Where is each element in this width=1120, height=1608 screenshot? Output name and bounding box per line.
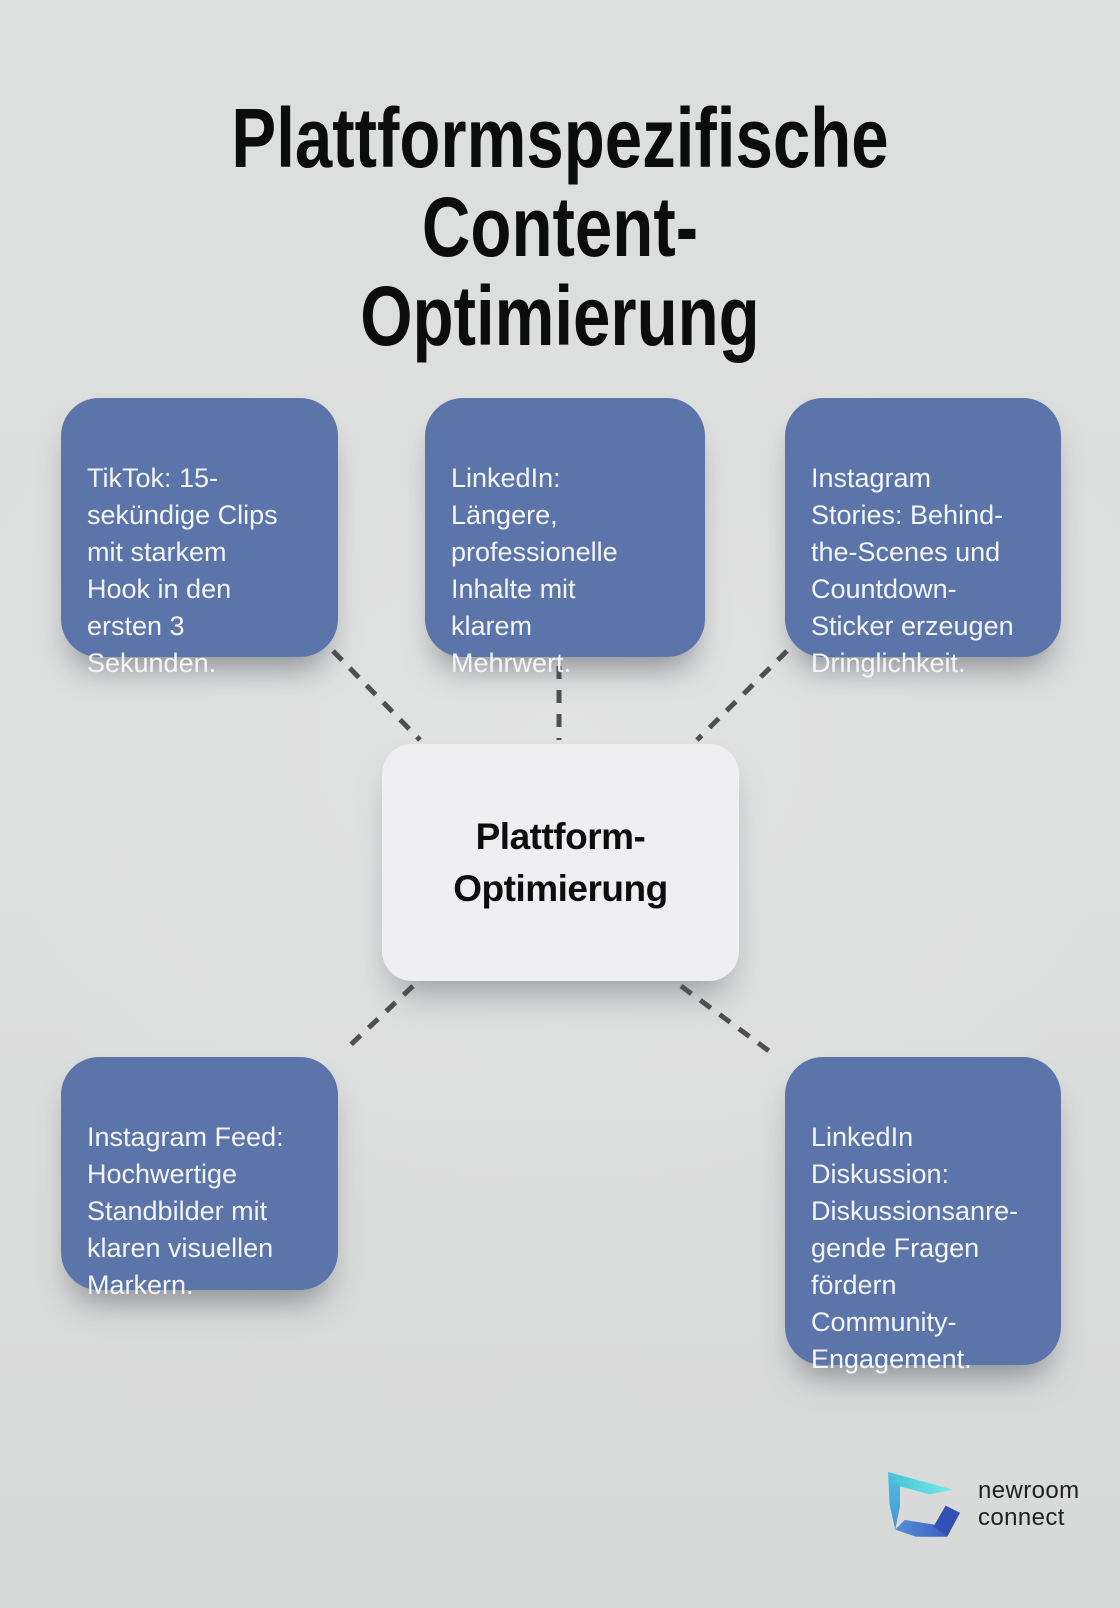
newroom-logo-icon bbox=[888, 1472, 960, 1537]
newroom-connect-logo: newroom connect bbox=[884, 1466, 1080, 1542]
node-linkedin-discussion: LinkedIn Diskussion: Diskussionsanre- ge… bbox=[785, 1057, 1061, 1374]
connector-stories-center bbox=[695, 649, 789, 742]
node-linkedin-content-text: LinkedIn: Längere, professionelle Inhalt… bbox=[451, 463, 618, 678]
node-tiktok: TikTok: 15- sekündige Clips mit starkem … bbox=[61, 398, 338, 678]
node-instagram-stories: Instagram Stories: Behind- the-Scenes un… bbox=[785, 398, 1061, 678]
node-tiktok-text: TikTok: 15- sekündige Clips mit starkem … bbox=[87, 463, 278, 678]
connector-tiktok-center bbox=[331, 649, 422, 742]
logo-wordmark: newroom connect bbox=[978, 1477, 1080, 1531]
node-linkedin-content: LinkedIn: Längere, professionelle Inhalt… bbox=[425, 398, 705, 678]
center-node-label: Plattform- Optimierung bbox=[453, 816, 668, 909]
node-linkedin-discussion-text: LinkedIn Diskussion: Diskussionsanre- ge… bbox=[811, 1122, 1019, 1374]
connector-center-feed bbox=[342, 984, 415, 1053]
node-instagram-stories-text: Instagram Stories: Behind- the-Scenes un… bbox=[811, 463, 1014, 678]
connector-center-discussion bbox=[679, 983, 771, 1054]
center-node-plattform-optimierung: Plattform- Optimierung bbox=[382, 744, 739, 981]
node-instagram-feed-text: Instagram Feed: Hochwertige Standbilder … bbox=[87, 1122, 284, 1300]
node-instagram-feed: Instagram Feed: Hochwertige Standbilder … bbox=[61, 1057, 338, 1300]
page-title: Plattformspezifische Content- Optimierun… bbox=[231, 91, 889, 364]
